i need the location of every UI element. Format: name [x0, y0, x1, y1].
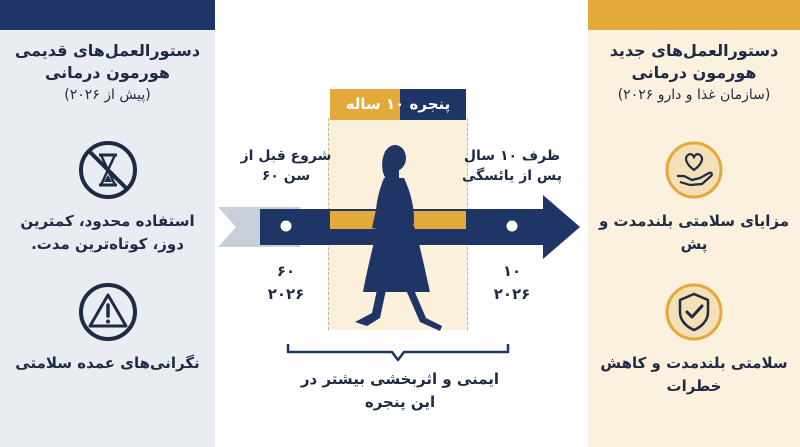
start-age-value: ۶۰ — [276, 262, 296, 280]
timeline-arrowhead — [543, 195, 580, 259]
new-guidelines-title: دستورالعمل‌های جدید هورمون درمانی (سازما… — [594, 40, 794, 106]
walking-woman-figure — [355, 145, 442, 331]
new-guidelines-subtitle: (سازمان غذا و دارو ۲۰۲۶) — [617, 87, 771, 103]
end-marker — [503, 217, 521, 235]
right-top-bar — [588, 0, 800, 30]
start-before-60-label: شروع قبل از سن ۶۰ — [240, 148, 332, 184]
start-marker — [277, 217, 295, 235]
new-guideline-reduced-risk-text: سلامتی بلندمدت و کاهش خطرات — [600, 354, 788, 395]
ten-year-window-label: پنجره ۱۰ ساله — [345, 95, 451, 113]
safety-efficacy-caption: ایمنی و اثربخشی بیشتر در این پنجره — [300, 370, 500, 411]
old-guidelines-title-text: دستورالعمل‌های قدیمی هورمون درمانی — [14, 41, 201, 82]
warning-icon — [78, 283, 137, 341]
end-year-value: ۲۰۲۶ — [493, 285, 531, 303]
bottom-bracket — [286, 344, 510, 362]
shield-check-icon — [665, 283, 723, 341]
old-guidelines-title: دستورالعمل‌های قدیمی هورمون درمانی (پیش … — [6, 40, 209, 106]
new-guidelines-panel: دستورالعمل‌های جدید هورمون درمانی (سازما… — [588, 0, 800, 447]
no-hourglass-icon — [78, 141, 137, 199]
end-value: ۱۰ — [502, 262, 522, 280]
old-guidelines-subtitle: (پیش از ۲۰۲۶) — [64, 87, 151, 103]
old-guidelines-panel: دستورالعمل‌های قدیمی هورمون درمانی (پیش … — [0, 0, 215, 447]
left-top-bar — [0, 0, 215, 30]
new-guideline-long-term-benefits-text: مزایای سلامتی بلندمدت و پش — [598, 212, 790, 253]
window-header-gold — [330, 89, 400, 120]
ten-year-window-header: پنجره ۱۰ ساله — [330, 89, 466, 120]
window-header-navy — [400, 89, 466, 120]
within-10-years-label: ظرف ۱۰ سال پس از یائسگی — [462, 148, 562, 184]
old-guideline-limited-use-text: استفاده محدود، کمترین دوز، کوتاه‌ترین مد… — [20, 212, 195, 253]
start-year-value: ۲۰۲۶ — [267, 285, 305, 303]
new-guidelines-title-text: دستورالعمل‌های جدید هورمون درمانی — [609, 41, 779, 82]
heart-hand-icon — [665, 141, 723, 199]
old-guideline-health-concerns-text: نگرانی‌های عمده سلامتی — [15, 354, 200, 372]
